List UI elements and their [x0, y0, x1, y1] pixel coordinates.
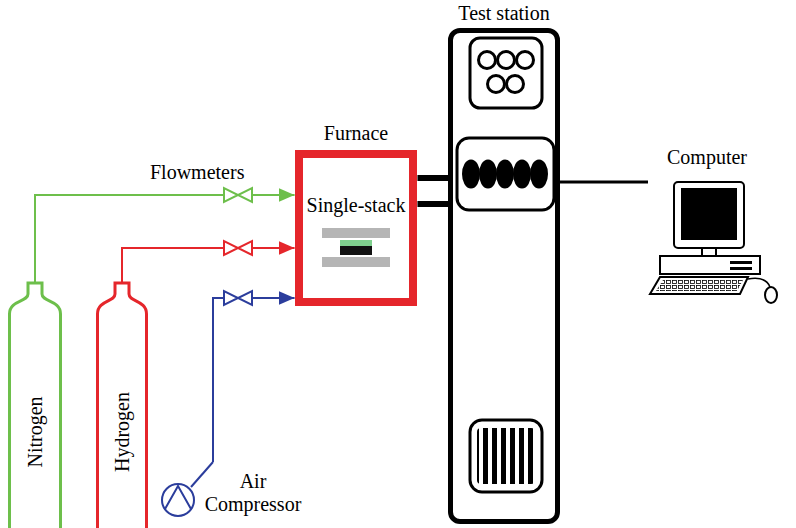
connector-port — [464, 161, 479, 187]
dial — [498, 52, 515, 69]
connector — [560, 181, 648, 184]
cylinder-label: Hydrogen — [111, 392, 134, 472]
monitor — [674, 182, 744, 248]
valve-symbol — [238, 241, 252, 255]
monitor-stand — [702, 248, 716, 256]
mouse-cord — [748, 278, 770, 287]
component-heading: Furnace — [324, 122, 388, 145]
valve-symbol — [238, 188, 252, 202]
valve-symbol — [224, 188, 252, 305]
component-heading: Test station — [458, 2, 549, 25]
connector — [417, 201, 448, 207]
air-compressor: Air Compressor — [158, 462, 310, 526]
vent-panel — [470, 420, 542, 492]
valve-symbol — [238, 291, 252, 305]
test-station-panels — [457, 38, 554, 492]
connector-port — [498, 161, 513, 187]
keyboard — [650, 277, 748, 294]
dial-panel — [470, 38, 542, 108]
interconnect-plate — [322, 257, 390, 267]
connector — [122, 248, 295, 282]
connector — [35, 195, 295, 282]
dial — [488, 76, 505, 93]
compressor-symbol — [162, 484, 194, 516]
drive-slot — [730, 267, 752, 270]
test-station: Test station — [448, 28, 560, 524]
component-label: Single-stack — [307, 194, 406, 217]
cell-stack — [322, 228, 390, 267]
connector-panel — [457, 138, 554, 210]
interconnect-plate — [322, 228, 390, 238]
connector-port — [515, 161, 530, 187]
cylinder-label: Nitrogen — [24, 396, 47, 467]
drive-slot — [730, 261, 752, 264]
connector-port — [481, 161, 496, 187]
connector-port — [532, 161, 547, 187]
component-heading: Computer — [667, 146, 747, 169]
compressor-outlet — [191, 462, 213, 487]
connector — [213, 298, 295, 462]
cylinder-outline — [98, 283, 147, 528]
component-label: Air Compressor — [198, 470, 308, 516]
dial — [479, 52, 496, 69]
group-label: Flowmeters — [150, 161, 244, 184]
dial — [507, 76, 524, 93]
monitor-screen — [681, 188, 737, 240]
computer: Computer — [648, 150, 766, 300]
vent-grille — [477, 428, 535, 484]
cathode-layer — [340, 240, 372, 246]
electrolyte-anode-layer — [340, 246, 372, 255]
cylinder-outline — [10, 283, 61, 528]
furnace-box: FurnaceSingle-stack — [295, 150, 418, 306]
system-unit — [660, 256, 760, 274]
keyboard-keys — [656, 280, 743, 291]
mouse — [765, 287, 777, 303]
connector — [417, 175, 448, 181]
gas-cylinder: Hydrogen — [96, 282, 148, 528]
dial — [517, 52, 534, 69]
computer-icon — [650, 182, 777, 303]
gas-cylinder: Nitrogen — [8, 282, 62, 528]
compressor-symbol — [165, 486, 191, 509]
